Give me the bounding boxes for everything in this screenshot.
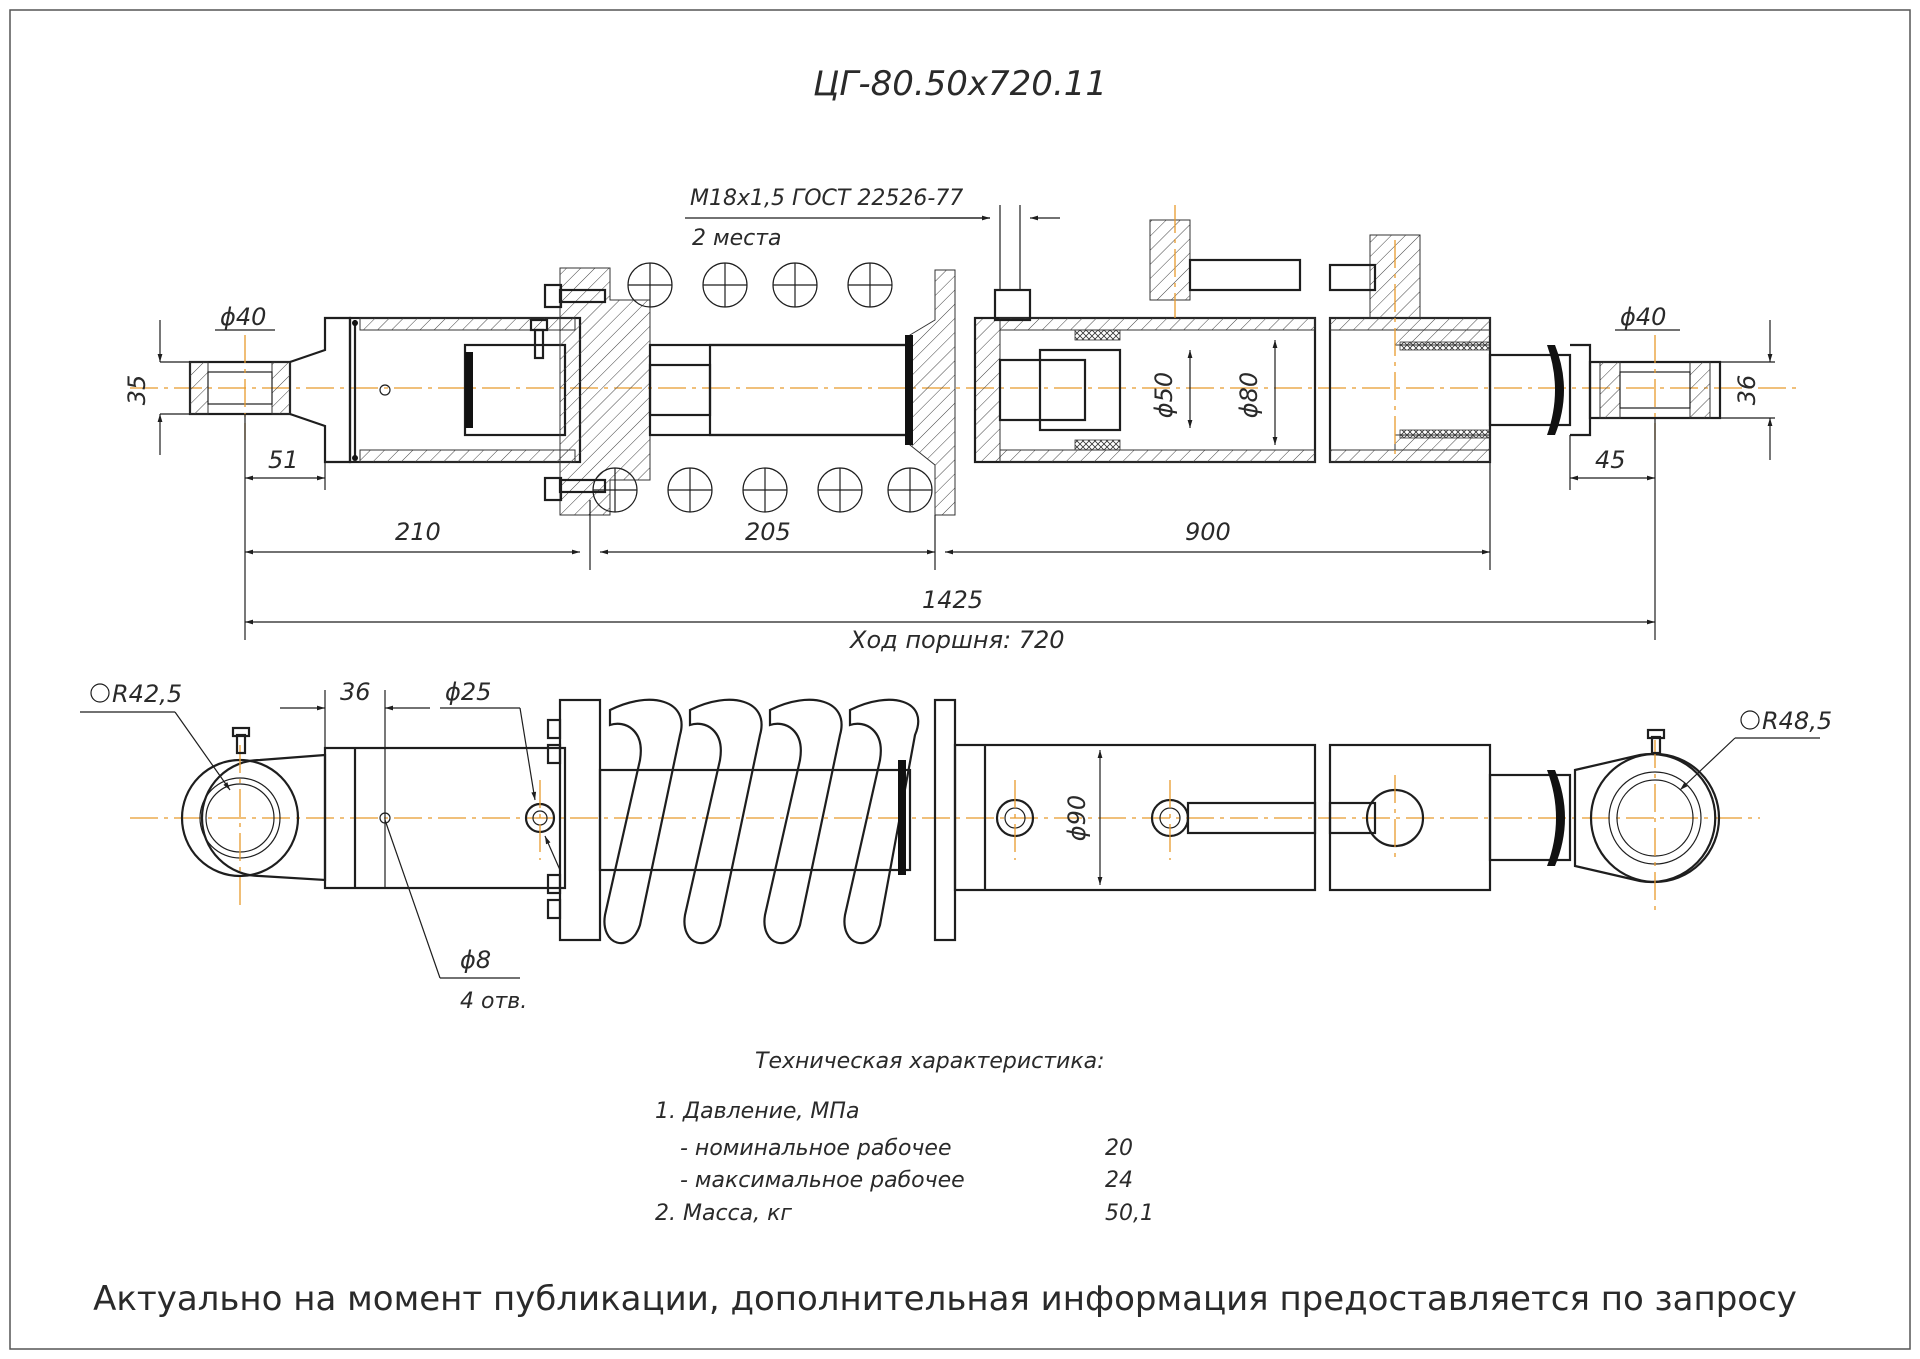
segment-right-label: 900 bbox=[1185, 518, 1231, 546]
stroke-note: Ход поршня: 720 bbox=[848, 626, 1065, 654]
sheet-border bbox=[9, 9, 1911, 1350]
piston-rod bbox=[648, 343, 912, 437]
left-eye-exterior bbox=[180, 726, 327, 910]
bolt-count-label: 4 отв. bbox=[460, 989, 527, 1014]
cylinder-tube bbox=[973, 205, 1492, 464]
radius-left-symbol bbox=[90, 683, 110, 703]
radius-left-label: R42,5 bbox=[112, 680, 182, 708]
width-right-label: 36 bbox=[1733, 375, 1761, 406]
footer-note: Актуально на момент публикации, дополнит… bbox=[93, 1279, 1797, 1319]
overall-length-label: 1425 bbox=[922, 586, 983, 614]
thread-note: М18х1,5 ГОСТ 22526-77 bbox=[690, 186, 963, 211]
bore-right-label: ϕ40 bbox=[1620, 303, 1666, 331]
thread-places: 2 места bbox=[692, 226, 782, 251]
spec-value-max: 24 bbox=[1105, 1168, 1133, 1193]
spec-item-nominal: - номинальное рабочее bbox=[680, 1136, 951, 1161]
flange-width-label: 36 bbox=[340, 678, 371, 706]
body-diameter-label: ϕ90 bbox=[1063, 795, 1091, 841]
drawing-title: ЦГ-80.50х720.11 bbox=[813, 64, 1107, 104]
eye-left-label: 51 bbox=[268, 446, 299, 474]
right-eye-exterior bbox=[1573, 728, 1721, 910]
cylinder-body-left bbox=[348, 316, 582, 464]
spec-item-max: - максимальное рабочее bbox=[680, 1168, 965, 1193]
spring-section bbox=[592, 262, 933, 513]
spec-item-mass: 2. Масса, кг bbox=[655, 1201, 792, 1226]
cylinder-body-exterior bbox=[323, 746, 567, 890]
left-eye-section bbox=[188, 316, 352, 464]
segment-left-label: 210 bbox=[395, 518, 441, 546]
flange-right bbox=[905, 269, 956, 516]
width-left-label: 35 bbox=[123, 375, 151, 406]
radius-right-symbol bbox=[1740, 710, 1760, 730]
exterior-view: ϕ90 R42,5 R48,5 36 ϕ25 ϕ8 4 отв. bbox=[80, 678, 1832, 1014]
radius-right-label: R48,5 bbox=[1762, 707, 1832, 735]
bore-diameter-label: ϕ80 bbox=[1235, 372, 1263, 418]
bolt-hole-label: ϕ8 bbox=[460, 946, 491, 974]
bore-left-label: ϕ40 bbox=[220, 303, 266, 331]
spec-value-mass: 50,1 bbox=[1105, 1201, 1154, 1226]
spec-block: Техническая характеристика: 1. Давление,… bbox=[655, 1049, 1154, 1226]
flange-left bbox=[543, 267, 651, 516]
rod-diameter-label: ϕ50 bbox=[1150, 372, 1178, 418]
hole-diameter-label: ϕ25 bbox=[445, 678, 491, 706]
spec-value-nominal: 20 bbox=[1105, 1136, 1133, 1161]
right-rod-eye bbox=[1488, 335, 1722, 440]
segment-mid-label: 205 bbox=[745, 518, 791, 546]
flange-right-exterior bbox=[933, 698, 957, 942]
spec-item-pressure: 1. Давление, МПа bbox=[655, 1099, 859, 1124]
spring-exterior bbox=[598, 698, 920, 945]
section-view: ϕ50 ϕ80 М18х1,5 ГОСТ 22526-77 2 места ϕ4… bbox=[123, 186, 1800, 654]
spec-heading: Техническая характеристика: bbox=[755, 1049, 1105, 1074]
eye-right-label: 45 bbox=[1595, 446, 1626, 474]
